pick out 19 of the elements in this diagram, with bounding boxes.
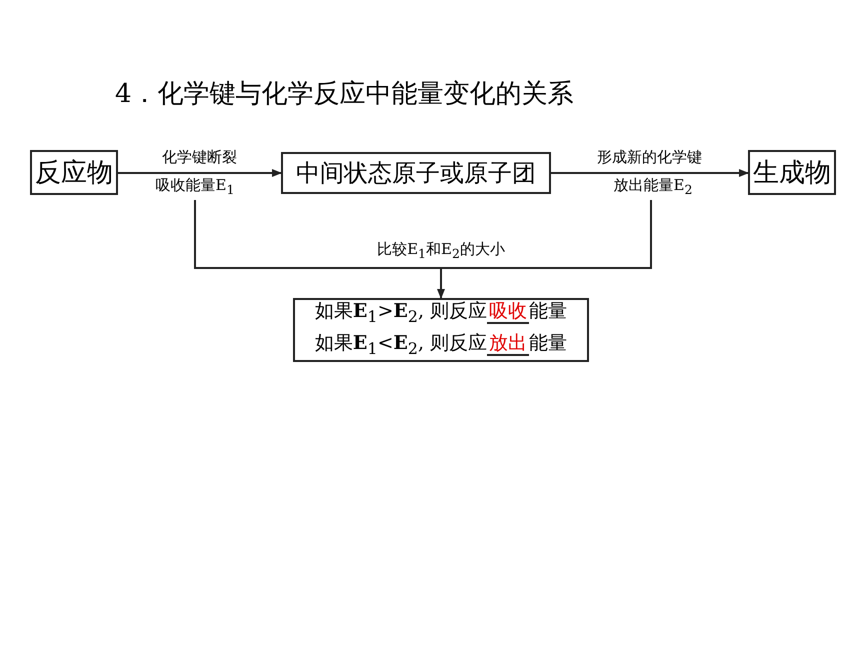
edge-label: 形成新的化学键: [595, 148, 704, 167]
edge-label: 比较E$_{1}$和E$_{2}$的大小: [375, 240, 507, 261]
arrow: [194, 199, 652, 299]
process-box: 反应物: [30, 150, 118, 195]
unit-text: 能量: [529, 331, 568, 356]
unit-text: 能量: [529, 299, 568, 324]
arrow: [118, 169, 282, 177]
condition-text: 如果E$_{1}$<E$_{2}$, 则反应: [314, 331, 488, 360]
process-box: 生成物: [748, 150, 836, 195]
process-box: 中间状态原子或原子团: [281, 152, 551, 194]
title: 4．化学键与化学反应中能量变化的关系: [115, 78, 574, 111]
arrow: [551, 169, 749, 177]
fill-in-answer: 吸收: [487, 300, 530, 324]
result-box: [293, 298, 589, 362]
fill-in-answer: 放出: [487, 332, 530, 356]
energy-label: 放出能量E$_{2}$: [598, 176, 708, 198]
energy-label: 吸收能量E$_{1}$: [145, 176, 245, 198]
edge-label: 化学键断裂: [160, 148, 239, 167]
condition-text: 如果E$_{1}$>E$_{2}$, 则反应: [314, 299, 488, 328]
